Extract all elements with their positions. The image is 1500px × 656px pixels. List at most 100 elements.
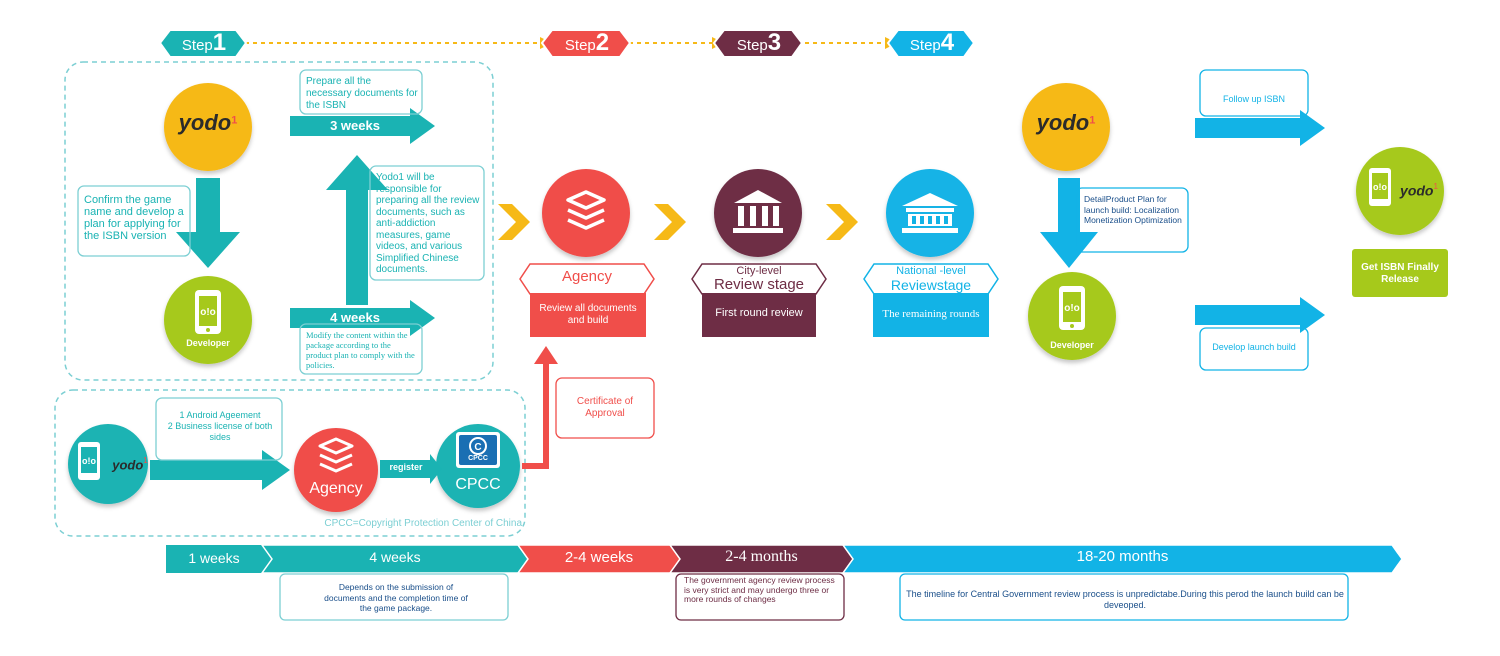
phase1-container (64, 61, 494, 381)
responsible-text: Yodo1 will be responsible for preparing … (376, 172, 480, 275)
three-weeks-label: 3 weeks (330, 118, 380, 133)
get-isbn-text: Get ISBN Finally Release (1361, 262, 1439, 285)
yodo-logo: yodo1 (1394, 182, 1444, 200)
chevron-right-icon (654, 204, 686, 240)
city-title-line-2: Review stage (713, 276, 805, 293)
national-review-circle (886, 169, 974, 257)
four-weeks-label: 4 weeks (330, 310, 380, 325)
prepare-callout (299, 69, 423, 115)
city-review-circle (714, 169, 802, 257)
step-word: Step (736, 37, 768, 54)
city-title-line-1: City-level (736, 265, 782, 277)
timeline-label-4: 2-4 months (725, 548, 798, 565)
svg-text:o!o: o!o (82, 456, 96, 466)
yodo-logo: yodo1 (166, 110, 250, 136)
step-4-label: Step4 (894, 31, 970, 55)
agreement-arrow (150, 450, 290, 490)
depends-note: Depends on the submission of documents a… (324, 582, 468, 613)
yodo-logo-text: yodo (1400, 182, 1434, 199)
yodo-logo-text: yodo (1036, 110, 1090, 135)
yodo-logo: yodo1 (108, 456, 152, 474)
step-number: 1 (212, 29, 227, 56)
chevron-right-icon (498, 204, 530, 240)
plan-callout (1075, 187, 1189, 253)
agency-desc: Review all documents and build (539, 303, 637, 326)
national-desc: The remaining rounds (882, 308, 980, 320)
books-icon (566, 190, 606, 230)
responsible-callout (369, 165, 485, 281)
down-arrow (176, 178, 240, 268)
yodo-logo-sup: 1 (231, 114, 238, 127)
timeline-label-2: 4 weeks (369, 549, 421, 565)
government-note-box (675, 573, 845, 621)
four-weeks-arrow (290, 300, 435, 336)
step-number: 3 (767, 29, 782, 56)
step-word: Step (909, 37, 941, 54)
courthouse-icon (733, 190, 783, 233)
agreement-line-1: 1 Android Ageement (179, 410, 261, 420)
step-3-label: Step3 (720, 31, 798, 55)
government-note: The government agency review process is … (684, 575, 835, 604)
timeline-segment-1 (166, 545, 272, 573)
plan-text: DetailProduct Plan for launch build: Loc… (1084, 194, 1182, 225)
cpcc-label: CPCC (455, 476, 501, 493)
developer-label: Developer (186, 338, 230, 348)
books-icon (318, 437, 354, 473)
follow-up-callout (1199, 69, 1309, 117)
prepare-text: Prepare all the necessary documents for … (306, 76, 418, 111)
up-arrow (326, 155, 388, 305)
register-arrow (380, 460, 432, 478)
svg-text:o!o: o!o (200, 307, 216, 318)
approval-path (522, 362, 549, 469)
central-note-box (899, 573, 1349, 621)
step-number: 2 (595, 29, 610, 56)
svg-text:o!o: o!o (1373, 182, 1387, 192)
city-desc: First round review (715, 307, 803, 319)
agency-desc-box (530, 293, 646, 337)
step-1-label: Step1 (166, 31, 242, 55)
down-arrow (1040, 178, 1098, 268)
yodo-logo-sup: 1 (1089, 114, 1096, 127)
national-title: National -level Reviewstage (874, 265, 988, 293)
national-title-line-1: National -level (896, 265, 966, 277)
step-badge-3 (712, 29, 804, 58)
timeline-label-3: 2-4 weeks (564, 549, 634, 566)
step-badge-2 (540, 29, 632, 58)
svg-text:o!o: o!o (1064, 303, 1080, 314)
register-label: register (389, 462, 423, 472)
agency-circle (542, 169, 630, 257)
cpcc-footnote: CPCC=Copyright Protection Center of Chin… (324, 518, 522, 529)
copyright-icon (469, 437, 487, 455)
develop-launch-text: Develop launch build (1212, 342, 1296, 352)
agreement-callout (155, 397, 283, 461)
step-number: 4 (940, 29, 955, 56)
timeline-segment-5 (841, 544, 1403, 574)
phone-icon: o!o (1059, 286, 1085, 330)
confirm-text: Confirm the game name and develop a plan… (84, 194, 184, 242)
follow-up-text: Follow up ISBN (1222, 94, 1286, 104)
yodo-logo-text: yodo (178, 110, 232, 135)
three-weeks-arrow (290, 108, 435, 144)
yodo-logo-sup: 1 (1433, 182, 1438, 191)
approval-arrowhead (534, 346, 558, 364)
city-desc-box (702, 293, 816, 337)
central-note: The timeline for Central Government revi… (906, 589, 1344, 610)
city-title: City-level Review stage (702, 265, 816, 293)
certificate-text: Certificate of Approval (576, 396, 634, 419)
yodo-circle (1022, 83, 1110, 171)
registration-agency-label: Agency (309, 480, 363, 497)
national-title-line-2: Reviewstage (890, 277, 972, 293)
modify-callout (299, 323, 423, 375)
timeline-label-1: 1 weeks (188, 550, 240, 566)
yodo-logo: yodo1 (1024, 110, 1108, 136)
cpcc-badge-text: CPCC (468, 455, 488, 462)
agency-title: Agency (561, 268, 613, 285)
depends-note-box (279, 573, 509, 621)
step-word: Step (564, 37, 596, 54)
svg-text:C: C (474, 442, 481, 453)
developer-label: Developer (1050, 340, 1094, 350)
phone-icon: o!o (195, 290, 221, 334)
national-desc-box (873, 293, 989, 337)
modify-text: Modify the content within the package ac… (306, 330, 415, 370)
